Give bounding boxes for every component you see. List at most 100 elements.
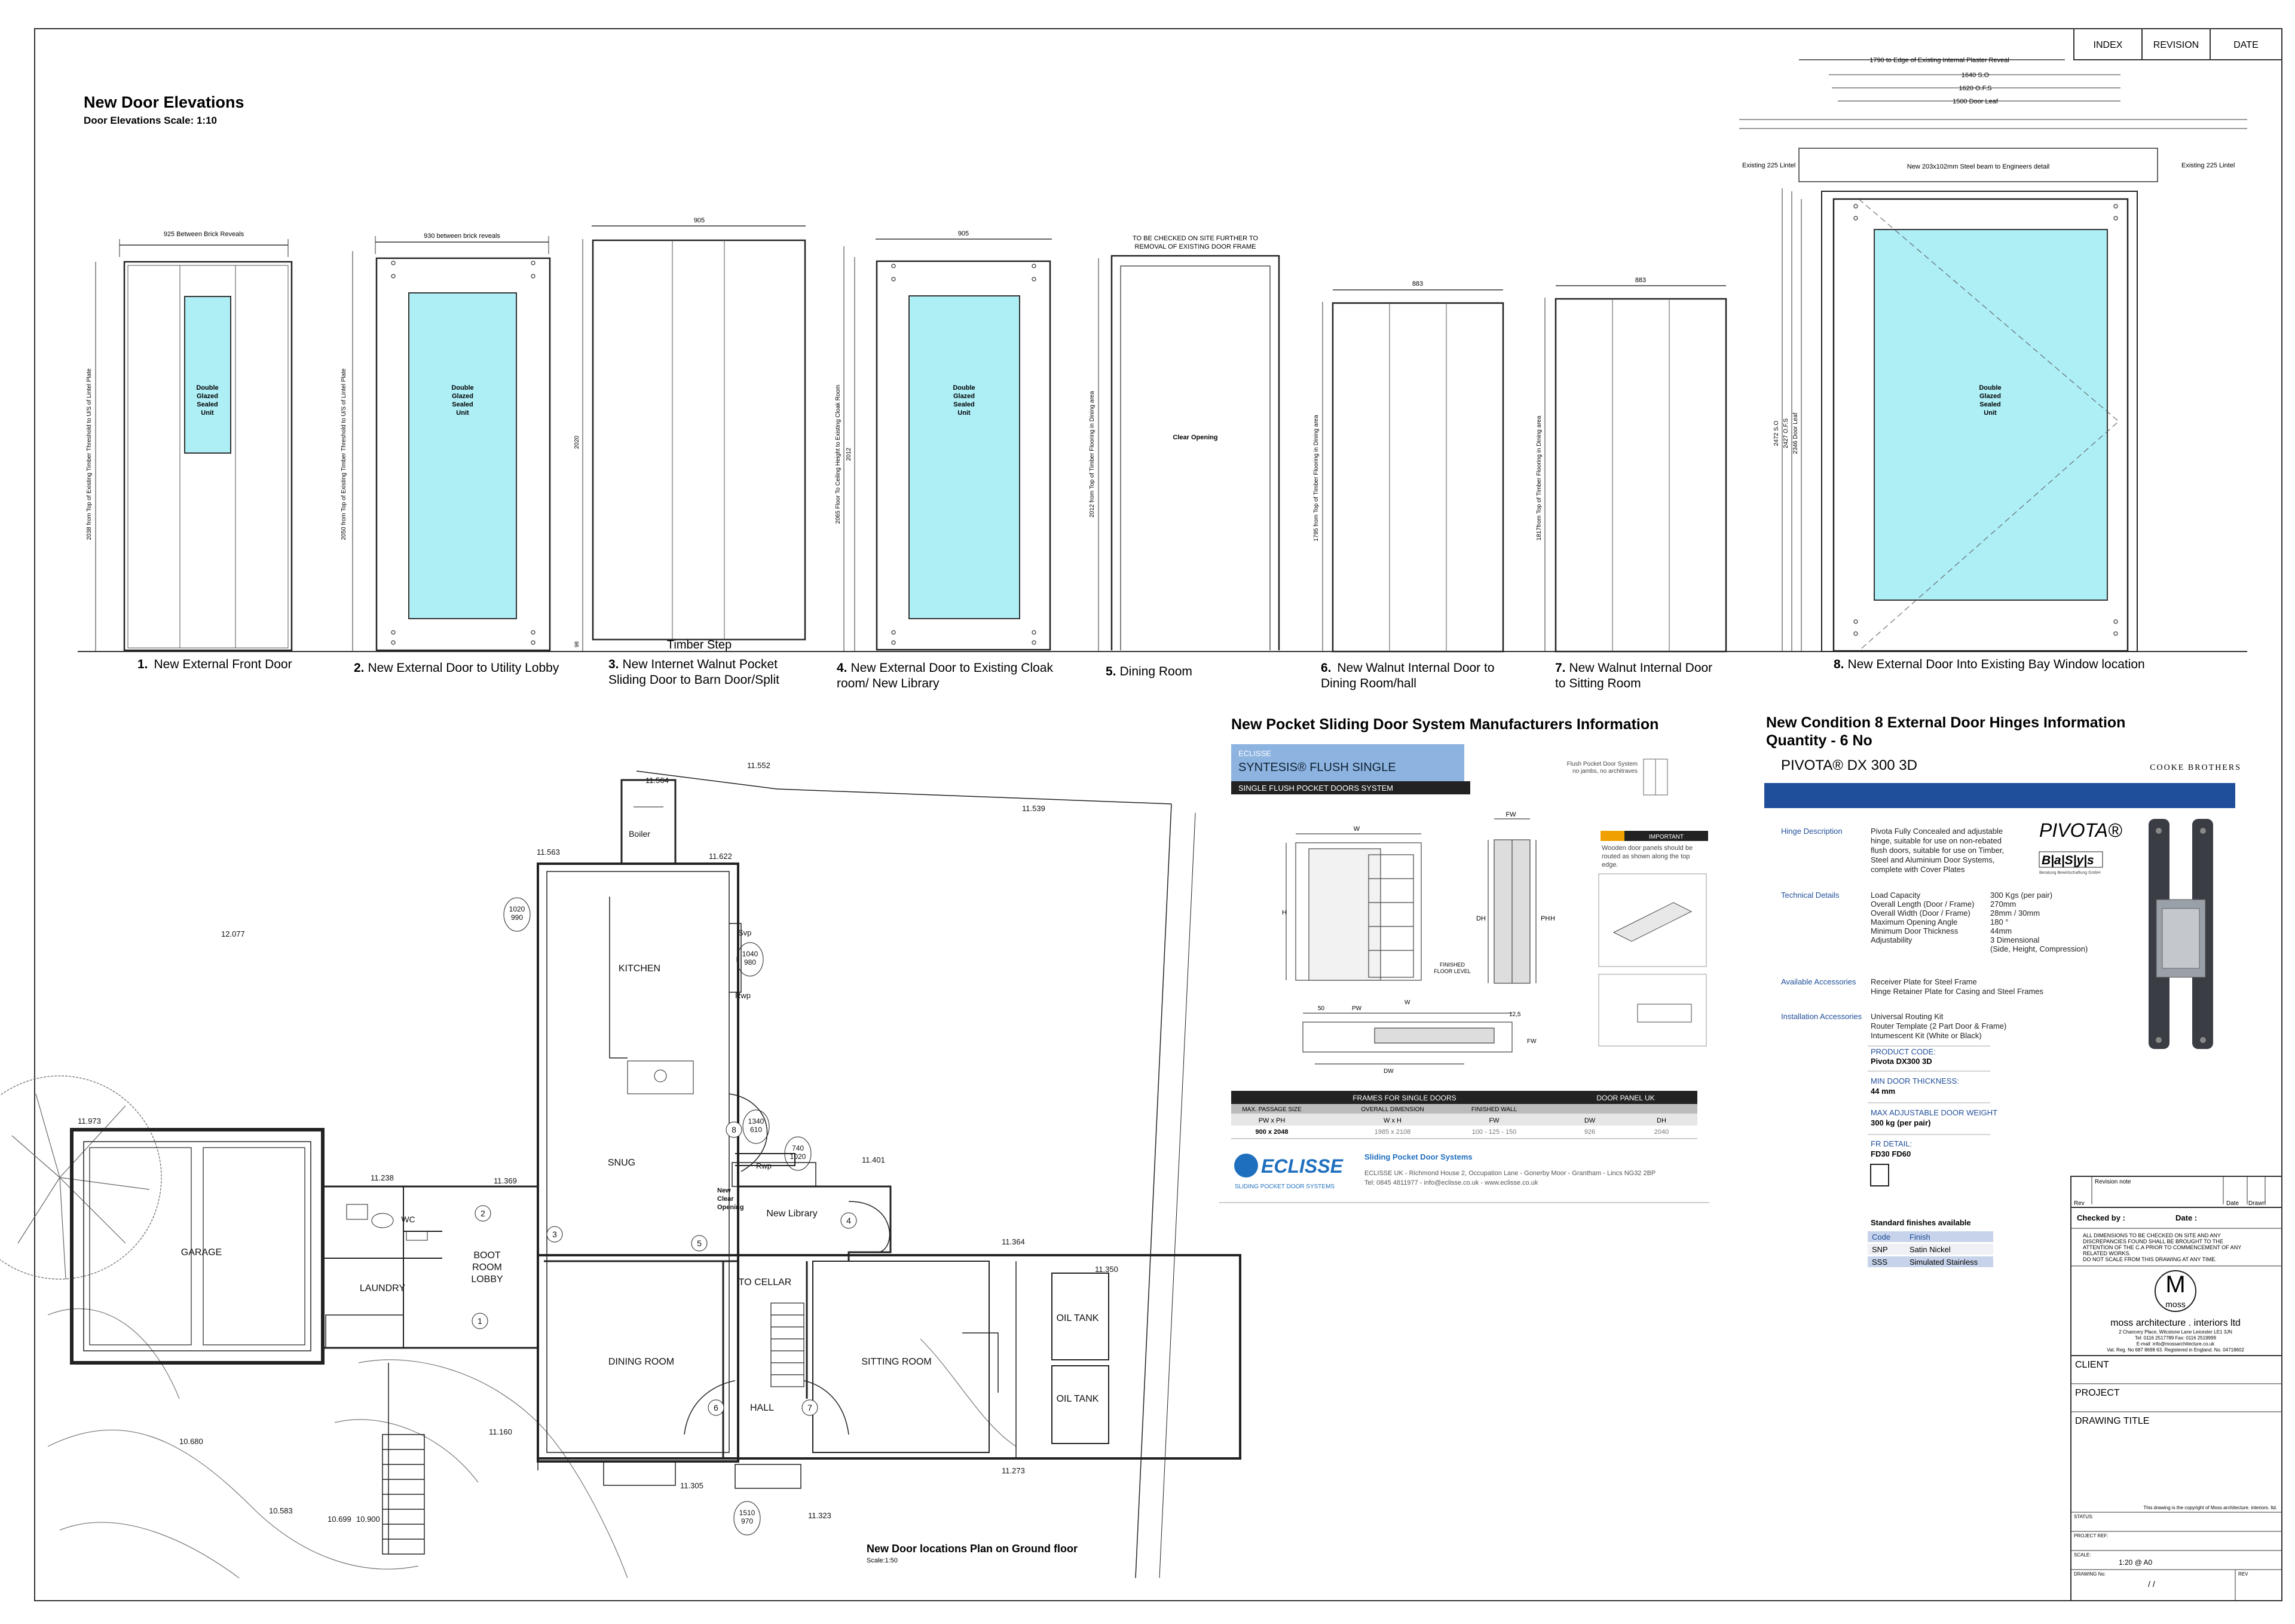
caption-door-6-line2: Dining Room/hall bbox=[1321, 677, 1416, 690]
door-elevation-4: 905 2065 Floor To Ceiling Height to Exis… bbox=[835, 230, 1052, 652]
room-wc: WC bbox=[401, 1215, 415, 1224]
plan-door-markers: 1 2 3 4 5 6 7 8 bbox=[472, 1121, 857, 1416]
tech-detail-value: 28mm / 30mm bbox=[1990, 909, 2040, 917]
sheet-border bbox=[34, 28, 2282, 1601]
finish-name: Satin Nickel bbox=[1910, 1245, 1951, 1254]
room-dining: DINING ROOM bbox=[608, 1357, 674, 1367]
tb-status: STATUS: bbox=[2074, 1514, 2094, 1519]
room-kitchen: KITCHEN bbox=[619, 964, 660, 974]
tb-drawn: Drawn bbox=[2248, 1200, 2266, 1207]
caption-door-2: 2.New External Door to Utility Lobby bbox=[354, 661, 559, 675]
level: 12.077 bbox=[221, 929, 245, 938]
level: 11.564 bbox=[645, 776, 669, 785]
tb-revision-note: Revision note bbox=[2095, 1179, 2131, 1185]
hinge-section-label: Installation Accessories bbox=[1781, 1012, 1862, 1021]
door4-width-dim: 905 bbox=[958, 230, 969, 237]
spec-box-value: FD30 FD60 bbox=[1871, 1149, 1911, 1158]
door2-height-dim: 2050 from Top of Existing Timber Thresho… bbox=[341, 368, 347, 540]
room-boiler: Boiler bbox=[629, 829, 650, 839]
tb-drawing-title: DRAWING TITLE bbox=[2075, 1416, 2149, 1426]
tb-disclaimer-line: ATTENTION OF THE C.A PRIOR TO COMMENCEME… bbox=[2083, 1244, 2241, 1250]
finish-code: SSS bbox=[1872, 1258, 1887, 1267]
door-marker: 8 bbox=[732, 1125, 736, 1134]
level: 11.563 bbox=[537, 848, 560, 857]
tb-address-line: E-mail: info@mossarchitecture.co.uk bbox=[2137, 1341, 2215, 1347]
caption-text: New External Door to Utility Lobby bbox=[368, 661, 559, 675]
door8-height-dim-0: 2472 S.O bbox=[1773, 421, 1780, 446]
door-elevation-6: 883 1795 from Top of Timber Flooring in … bbox=[1313, 280, 1504, 653]
glass-label-line: Double bbox=[1979, 384, 2001, 392]
door6-width-dim: 883 bbox=[1412, 280, 1423, 288]
dim-50: 50 bbox=[1318, 1005, 1325, 1012]
timber-step-label: Timber Step bbox=[667, 638, 732, 652]
level: 11.552 bbox=[747, 761, 770, 770]
tb-client: CLIENT bbox=[2075, 1360, 2109, 1370]
door-marker: 6 bbox=[714, 1403, 718, 1412]
moss-logo-letter: M bbox=[2165, 1271, 2185, 1298]
glass-label-line: Unit bbox=[1984, 409, 1997, 417]
spec-box-value: 44 mm bbox=[1871, 1087, 1895, 1096]
door-marker: 2 bbox=[481, 1209, 485, 1218]
finishes-head-code: Code bbox=[1872, 1232, 1890, 1241]
spec-box-label: PRODUCT CODE: bbox=[1871, 1047, 1936, 1056]
spec-box-value: Pivota DX300 3D bbox=[1871, 1057, 1932, 1066]
basys-sub: Beratung Bewirtschaftung GmbH bbox=[2039, 871, 2100, 875]
rwp-note: Rwp bbox=[735, 991, 751, 1000]
install-accessory-line: Intumescent Kit (White or Black) bbox=[1871, 1031, 1982, 1040]
pocket-brand-small: ECLISSE bbox=[1238, 749, 1271, 758]
dim-fw: FW bbox=[1505, 811, 1516, 818]
hinge-desc-line: flush doors, suitable for use on Timber, bbox=[1871, 846, 2004, 855]
caption-text: New Internet Walnut Pocket bbox=[623, 657, 778, 671]
door-elevation-2: 930 between brick reveals 2050 from Top … bbox=[341, 233, 551, 652]
plan-notes: Svp Rwp Rwp New Clear Opening bbox=[717, 928, 772, 1211]
door1-width-dim: 925 Between Brick Reveals bbox=[164, 231, 244, 238]
rockery-outline bbox=[47, 1308, 1017, 1579]
glass-label-line: Glazed bbox=[197, 393, 218, 400]
pocket-footer-line-1: ECLISSE UK - Richmond House 2, Occupatio… bbox=[1364, 1170, 1656, 1177]
room-room: ROOM bbox=[472, 1262, 502, 1273]
caption-num: 8. bbox=[1834, 657, 1844, 671]
pocket-heading: New Pocket Sliding Door System Manufactu… bbox=[1231, 716, 1658, 733]
glass-label-line: Glazed bbox=[452, 393, 473, 400]
tb-disclaimer-line: ALL DIMENSIONS TO BE CHECKED ON SITE AND… bbox=[2083, 1232, 2221, 1238]
door4-height-dim: 2065 Floor To Ceiling Height to Existing… bbox=[835, 385, 842, 524]
room-lobby: LOBBY bbox=[471, 1274, 503, 1284]
glass-label-line: Unit bbox=[456, 409, 469, 417]
finished-floor-1: FINISHED bbox=[1440, 962, 1465, 968]
glass-label-line: Sealed bbox=[452, 401, 473, 408]
table-col-max-passage: MAX. PASSAGE SIZE bbox=[1242, 1106, 1302, 1113]
caption-door-3: 3.New Internet Walnut Pocket bbox=[608, 657, 778, 671]
tb-copyright: This drawing is the copyright of Moss ar… bbox=[2143, 1505, 2277, 1510]
spec-box-label: MAX ADJUSTABLE DOOR WEIGHT bbox=[1871, 1108, 1997, 1117]
level: 11.364 bbox=[1002, 1237, 1025, 1246]
tech-detail-label: Overall Width (Door / Frame) bbox=[1871, 909, 1970, 917]
dim-12-5: 12,5 bbox=[1509, 1011, 1521, 1018]
caption-num: 7. bbox=[1555, 661, 1566, 675]
room-snug: SNUG bbox=[608, 1158, 635, 1168]
clear-opening-note-line1: New bbox=[717, 1187, 731, 1194]
tb-address-line: Vat. Reg. No 687 8698 63. Registered in … bbox=[2107, 1347, 2244, 1353]
caption-door-4: 4.New External Door to Existing Cloak bbox=[837, 661, 1053, 675]
door-elevation-1: 925 Between Brick Reveals 2038 from Top … bbox=[86, 231, 293, 652]
hinge-desc-line: Pivota Fully Concealed and adjustable bbox=[1871, 827, 2003, 836]
room-oil-tank-1: OIL TANK bbox=[1057, 1313, 1099, 1323]
important-text-3: edge. bbox=[1602, 861, 1618, 868]
caption-text: New Walnut Internal Door to bbox=[1338, 661, 1495, 675]
level: 11.323 bbox=[808, 1511, 831, 1520]
dim-ph: PH bbox=[1541, 915, 1550, 922]
pivota-logo: PIVOTA® bbox=[2039, 819, 2122, 841]
door4-height-dim2: 2012 bbox=[846, 447, 852, 461]
door-marker: 7 bbox=[807, 1403, 812, 1412]
caption-door-7-line2: to Sitting Room bbox=[1555, 677, 1641, 690]
door5-height-dim: 2012 from Top of Timber Flooring in Dini… bbox=[1089, 391, 1096, 518]
door8-height-dim-1: 2427 O.F.S bbox=[1783, 418, 1789, 448]
hinge-section-label: Hinge Description bbox=[1781, 827, 1843, 836]
pocket-flush-note-1: Flush Pocket Door System bbox=[1567, 761, 1638, 767]
pocket-product: SYNTESIS® FLUSH SINGLE bbox=[1238, 761, 1396, 774]
table-val-dh: 2040 bbox=[1654, 1128, 1669, 1136]
